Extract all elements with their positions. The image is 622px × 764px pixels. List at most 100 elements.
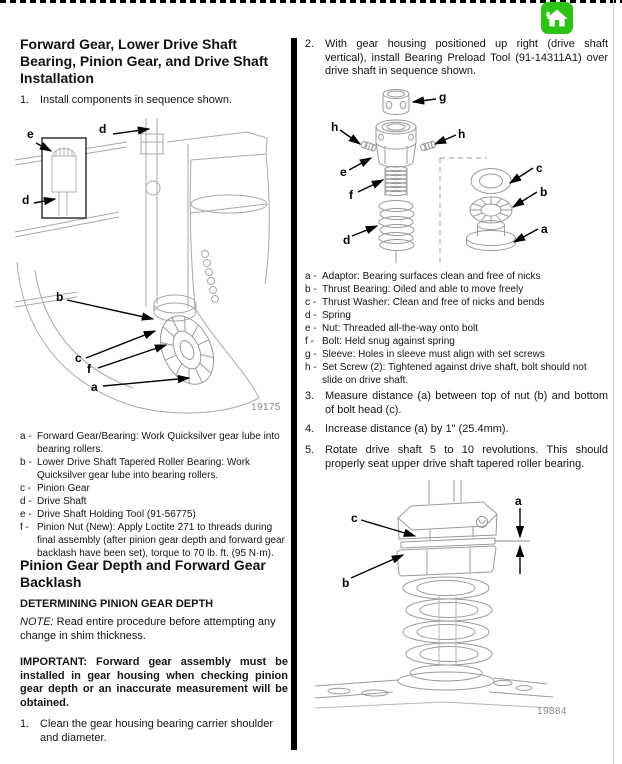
page-perforation-line [0, 0, 622, 3]
legend-text: Adaptor: Bearing surfaces clean and free… [322, 271, 541, 282]
step-text: Measure distance (a) between top of nut … [325, 390, 608, 416]
legend-key: e - [20, 509, 32, 520]
legend-item-b: b -Lower Drive Shaft Tapered Roller Bear… [20, 456, 288, 482]
note-paragraph: NOTE: Read entire procedure before attem… [20, 616, 288, 643]
legend-item-e: e - Nut: Threaded all-the-way onto bolt [305, 322, 608, 335]
figure-gear-housing: e d d b c f a 19175 [15, 112, 291, 430]
step-text: Install components in sequence shown. [40, 94, 233, 106]
figure-label-e: e [27, 127, 34, 141]
legend-key: c - [305, 297, 317, 308]
legend-item-a: a -Forward Gear/Bearing: Work Quicksilve… [20, 430, 288, 456]
legend-item-f: f - Bolt: Held snug against spring [305, 335, 608, 348]
legend-item-c: c - Thrust Washer: Clean and free of nick… [305, 296, 608, 309]
legend-preload-tool: a - Adaptor: Bearing surfaces clean and f… [305, 270, 608, 387]
note-label: NOTE: [20, 616, 54, 628]
legend-text: Sleeve: Holes in sleeve must align with … [322, 349, 545, 360]
step-number: 5. [305, 444, 315, 456]
legend-key: g - [305, 349, 317, 360]
figure-label-a: a [515, 494, 522, 508]
figure-label-d: d [343, 233, 351, 247]
legend-item-c: c - Pinion Gear [20, 482, 288, 495]
section-heading-backlash: Pinion Gear Depth and Forward Gear Backl… [20, 557, 266, 590]
home-icon [544, 5, 570, 31]
figure-preload-tool-installed: c b a 19884 [315, 480, 610, 726]
figure-label-e: e [340, 165, 347, 179]
figure-gear-housing-drawing [15, 118, 270, 414]
figure-label-d: d [99, 122, 107, 136]
figure-label-f: f [349, 188, 353, 202]
legend-text: Pinion Gear [37, 483, 90, 494]
legend-key: f - [305, 336, 314, 347]
legend-item-b: b - Thrust Bearing: Oiled and able to mov… [305, 283, 608, 296]
figure-label-c: c [75, 351, 82, 365]
step-increase-distance: 4. Increase distance (a) by 1" (25.4mm). [305, 423, 608, 437]
legend-text: Nut: Threaded all-the-way onto bolt [322, 323, 479, 334]
figure-label-f: f [87, 362, 91, 376]
legend-text: Pinion Nut (New): Apply Loctite 271 to t… [37, 522, 285, 559]
step-number: 4. [305, 423, 315, 435]
figure-number: 19175 [251, 402, 281, 413]
important-text: Forward gear assembly must be installed … [20, 656, 288, 709]
figure-label-d-inset: d [22, 193, 30, 207]
figure-label-a: a [541, 222, 548, 236]
legend-key: d - [305, 310, 317, 321]
legend-text: Spring [322, 310, 351, 321]
step-number: 1. [20, 718, 30, 730]
figure-label-h-left: h [331, 120, 339, 134]
figure-label-b: b [342, 576, 350, 590]
legend-text: Drive Shaft Holding Tool (91-56775) [37, 509, 196, 520]
legend-key: f - [20, 522, 29, 533]
legend-key: b - [20, 457, 32, 468]
step-text: With gear housing positioned up right (d… [325, 38, 608, 77]
step-clean-carrier: 1. Clean the gear housing bearing carrie… [20, 718, 288, 745]
legend-item-e: e - Drive Shaft Holding Tool (91-56775) [20, 508, 288, 521]
legend-key: c - [20, 483, 32, 494]
legend-item-d: d - Spring [305, 309, 608, 322]
step-number: 1. [20, 94, 30, 106]
step-text: Clean the gear housing bearing carrier s… [40, 718, 273, 744]
legend-item-h: h - Set Screw (2): Tightened against driv… [305, 361, 608, 387]
figure-label-h-right: h [458, 127, 466, 141]
legend-installation: a -Forward Gear/Bearing: Work Quicksilve… [20, 430, 288, 560]
note-text: Read entire procedure before attempting … [20, 616, 276, 642]
figure-number: 19884 [537, 706, 567, 717]
legend-text: Thrust Bearing: Oiled and able to move f… [322, 284, 524, 295]
legend-item-g: g - Sleeve: Holes in sleeve must align wi… [305, 348, 608, 361]
legend-text: Drive Shaft [37, 496, 87, 507]
page-right-edge [613, 0, 614, 764]
column-divider [291, 38, 297, 750]
home-button[interactable] [541, 2, 573, 34]
figure-label-c: c [351, 511, 358, 525]
important-label: IMPORTANT: [20, 656, 88, 668]
step-number: 2. [305, 38, 315, 50]
step-text: Rotate drive shaft 5 to 10 revolutions. … [325, 444, 608, 470]
legend-item-f: f - Pinion Nut (New): Apply Loctite 271 t… [20, 521, 288, 560]
section-heading-installation: Forward Gear, Lower Drive Shaft Bearing,… [20, 36, 269, 86]
figure-label-b: b [56, 290, 64, 304]
step-number: 3. [305, 390, 315, 402]
figure-label-g: g [439, 90, 447, 104]
step-rotate-shaft: 5. Rotate drive shaft 5 to 10 revolution… [305, 444, 608, 471]
legend-item-a: a - Adaptor: Bearing surfaces clean and f… [305, 270, 608, 283]
legend-key: a - [305, 271, 317, 282]
step-measure-distance: 3. Measure distance (a) between top of n… [305, 390, 608, 417]
figure-label-a: a [91, 380, 98, 394]
figure-preload-tool-exploded: g h h e f d c b a [315, 86, 610, 268]
legend-key: e - [305, 323, 317, 334]
figure-preload-tool-drawing [339, 89, 539, 265]
step-install-components: 1. Install components in sequence shown. [20, 94, 288, 108]
figure-label-b: b [540, 185, 548, 199]
legend-text: Set Screw (2): Tightened against drive s… [322, 362, 587, 386]
step-install-preload-tool: 2. With gear housing positioned up right… [305, 38, 608, 79]
legend-key: b - [305, 284, 317, 295]
legend-text: Thrust Washer: Clean and free of nicks a… [322, 297, 545, 308]
step-text: Increase distance (a) by 1" (25.4mm). [325, 423, 509, 435]
legend-key: h - [305, 362, 317, 373]
legend-text: Bolt: Held snug against spring [322, 336, 455, 347]
legend-item-d: d - Drive Shaft [20, 495, 288, 508]
figure-preload-tool-installed-drawing [315, 480, 554, 709]
legend-key: d - [20, 496, 32, 507]
legend-key: a - [20, 431, 32, 442]
important-paragraph: IMPORTANT: Forward gear assembly must be… [20, 656, 288, 710]
subheading-pinion-depth: DETERMINING PINION GEAR DEPTH [20, 598, 214, 610]
